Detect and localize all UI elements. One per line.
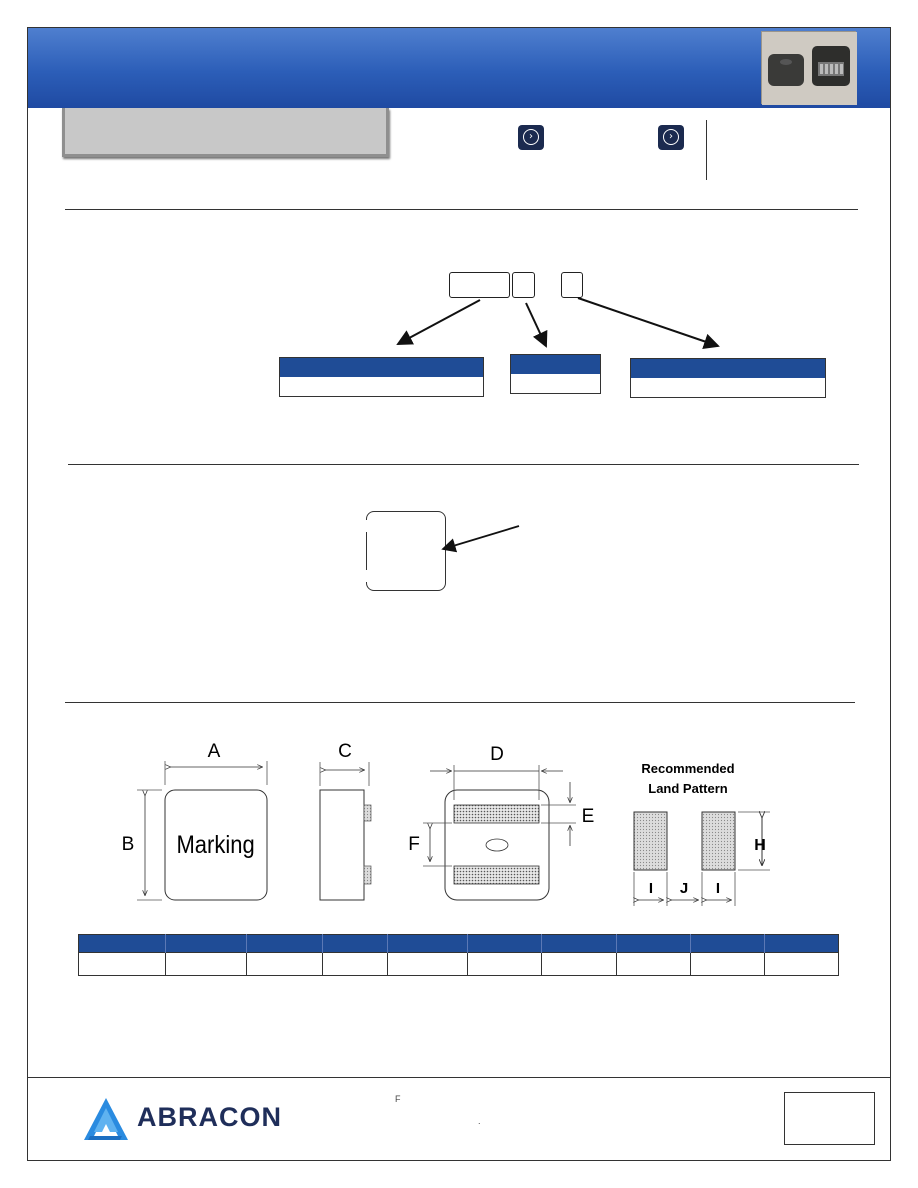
abracon-logo: ABRACON <box>80 1096 300 1142</box>
section-rule-ordering <box>65 209 858 210</box>
code-tolerance-box <box>630 358 826 398</box>
abracon-logo-text: ABRACON <box>137 1102 282 1132</box>
top-view: A B Marking <box>122 741 268 901</box>
dim-a-label: A <box>208 741 221 762</box>
part-number-segment-2 <box>512 272 535 298</box>
header-divider <box>706 120 707 180</box>
land-pattern-title-1: Recommended <box>641 761 734 776</box>
dim-i-right-label: I <box>716 880 720 897</box>
dim-j-label: J <box>680 880 688 897</box>
land-pattern: Recommended Land Pattern H I J I <box>634 761 770 906</box>
section-rule-dimensions <box>65 702 855 703</box>
side-view: C <box>319 741 372 901</box>
dim-i-left-label: I <box>649 880 653 897</box>
land-pattern-title-2: Land Pattern <box>648 781 728 796</box>
marking-outline <box>365 511 446 591</box>
part-number-segment-3 <box>561 272 583 298</box>
footer-dot: . <box>478 1116 481 1126</box>
nav-button-1[interactable]: › <box>518 125 544 150</box>
dimensions-table <box>78 934 839 976</box>
dim-h-label: H <box>754 837 766 854</box>
marking-text: Marking <box>176 831 254 859</box>
dim-d-label: D <box>490 744 504 765</box>
code-inductance-box <box>510 354 601 394</box>
page-number-box <box>784 1092 875 1145</box>
abracon-logo-icon <box>84 1098 128 1140</box>
section-rule-marking <box>68 464 859 465</box>
part-number-segment-1 <box>449 272 510 298</box>
dim-b-label: B <box>122 834 135 855</box>
table-header-row <box>78 934 839 953</box>
title-box <box>62 108 389 157</box>
inductor-image <box>762 32 857 105</box>
product-photo <box>761 31 857 105</box>
bottom-view: D E F <box>408 744 595 901</box>
footer-mark: F <box>395 1094 401 1104</box>
header-band <box>28 28 890 108</box>
table-row <box>78 952 839 976</box>
chevron-right-icon: › <box>663 129 679 145</box>
chevron-right-icon: › <box>523 129 539 145</box>
dim-e-label: E <box>582 806 595 827</box>
page-frame <box>27 27 891 1161</box>
dim-f-label: F <box>408 834 420 855</box>
footer-rule <box>28 1077 890 1078</box>
code-series-box <box>279 357 484 397</box>
nav-button-2[interactable]: › <box>658 125 684 150</box>
dim-c-label: C <box>338 741 352 762</box>
